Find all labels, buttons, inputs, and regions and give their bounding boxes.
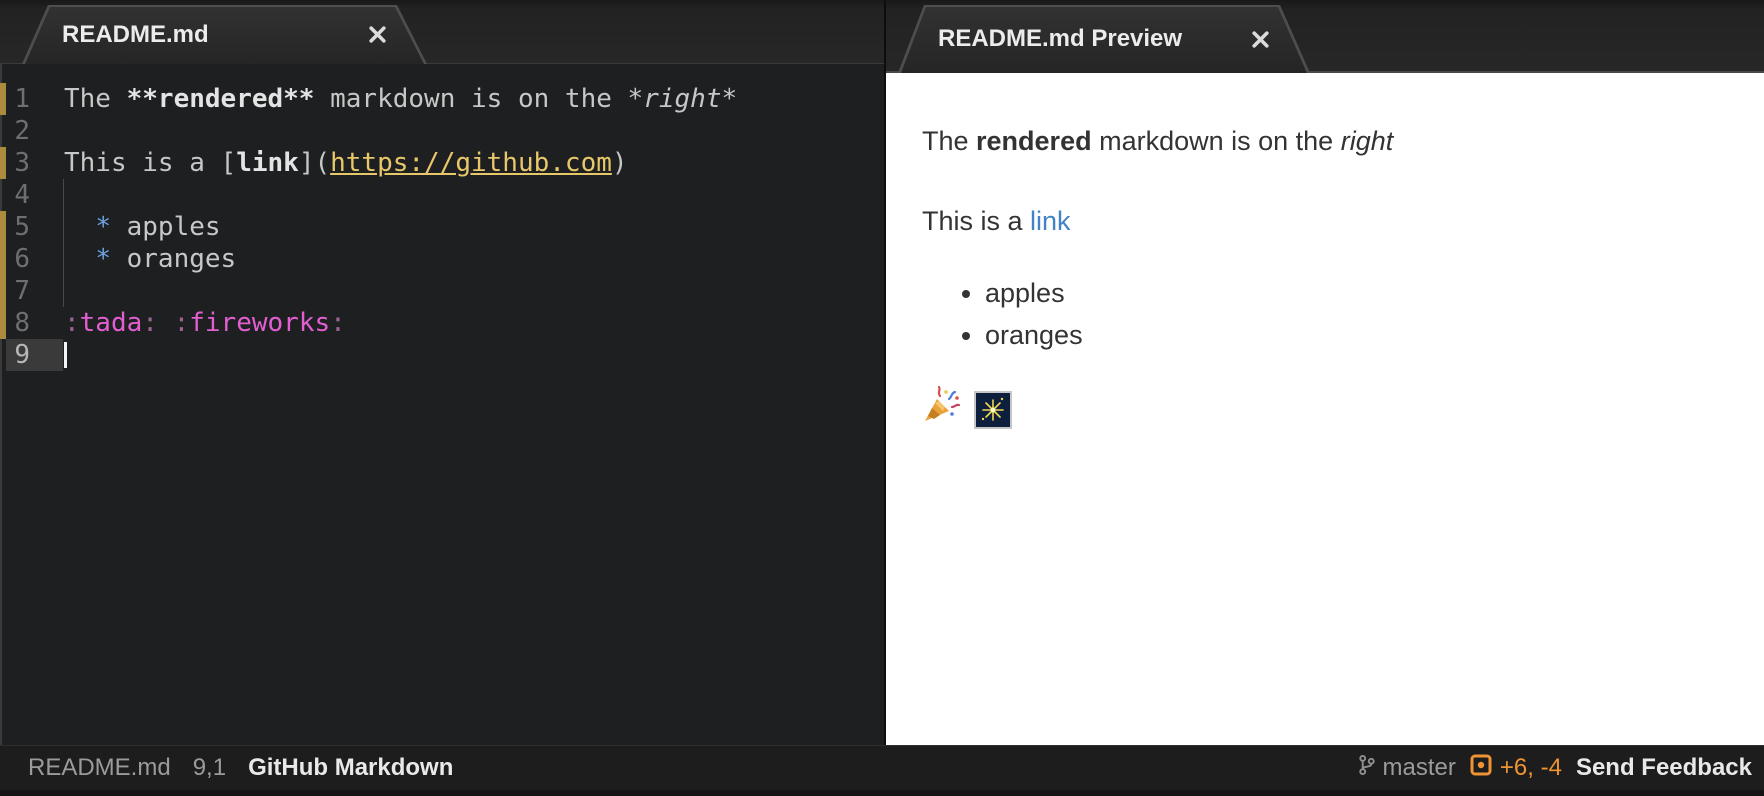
send-feedback-button[interactable]: Send Feedback	[1575, 754, 1752, 781]
line-number[interactable]: 9	[14, 340, 30, 370]
markdown-preview-pane: README.md Preview The rendered markdown …	[886, 0, 1764, 745]
code-token: fireworks	[189, 308, 331, 338]
line-number[interactable]: 8	[14, 308, 30, 338]
tab-shape	[898, 5, 1310, 73]
line-number[interactable]: 4	[14, 180, 30, 210]
code-token: markdown is on the	[314, 84, 628, 114]
code-token: This is a [	[64, 148, 237, 178]
code-token: :	[64, 308, 80, 338]
code-line[interactable]: * apples	[64, 211, 221, 243]
code-token: :	[330, 308, 346, 338]
text-cursor	[64, 342, 67, 368]
code-line[interactable]: This is a [link](https://github.com)	[64, 147, 628, 179]
git-diff-marker	[0, 147, 6, 179]
editor-line[interactable]: 3 This is a [link](https://github.com)	[0, 147, 884, 179]
tab-shape	[22, 5, 427, 64]
fireworks-emoji-icon	[974, 391, 1012, 429]
status-grammar-selector[interactable]: GitHub Markdown	[248, 754, 454, 781]
git-diff-marker	[0, 83, 6, 115]
tab-readme[interactable]: README.md	[22, 5, 427, 64]
status-bar: README.md 9,1 GitHub Markdown master	[0, 745, 1764, 796]
pane-divider[interactable]	[884, 0, 886, 745]
editor-lines: 1 The **rendered** markdown is on the *ri…	[0, 64, 884, 371]
editor-line[interactable]: 5 * apples	[0, 211, 884, 243]
git-branch-status: master	[1358, 753, 1456, 784]
modified-file-icon	[1470, 754, 1492, 783]
status-file-name: README.md	[28, 754, 171, 781]
code-token: apples	[110, 212, 221, 242]
editor-line[interactable]: 4	[0, 179, 884, 211]
preview-paragraph: This is a link	[922, 202, 1724, 240]
editor-line[interactable]: 9	[0, 339, 884, 371]
tada-emoji-icon	[922, 385, 961, 434]
editor-line[interactable]: 6 * oranges	[0, 243, 884, 275]
git-diff-marker	[0, 275, 6, 307]
git-diff-marker	[0, 243, 6, 275]
text-run: The	[922, 126, 977, 156]
italic-text: right	[1340, 126, 1394, 156]
code-token: *right*	[627, 84, 738, 114]
close-icon[interactable]	[368, 25, 387, 44]
line-number[interactable]: 7	[14, 276, 30, 306]
code-token: **rendered**	[126, 84, 315, 114]
text-run: This is a	[922, 206, 1031, 236]
code-token	[64, 244, 95, 274]
code-token: tada	[79, 308, 143, 338]
editor-pane: README.md 1 The **rendered** markdown is …	[0, 0, 884, 745]
line-number[interactable]: 1	[14, 84, 30, 114]
git-branch-icon	[1358, 753, 1375, 784]
status-cursor-position[interactable]: 9,1	[192, 754, 227, 781]
indent-guide	[63, 179, 64, 307]
active-line-gutter-highlight	[6, 339, 63, 371]
preview-paragraph: The rendered markdown is on the right	[922, 122, 1724, 160]
code-token	[64, 212, 95, 242]
branch-name: master	[1382, 754, 1456, 781]
line-number[interactable]: 6	[14, 244, 30, 274]
git-diff-marker	[0, 211, 6, 243]
editor-line[interactable]: 1 The **rendered** markdown is on the *ri…	[0, 83, 884, 115]
code-token: ](	[298, 148, 331, 178]
code-token: link	[236, 148, 299, 178]
emoji-row	[922, 385, 1724, 434]
code-token: )	[611, 148, 628, 178]
preview-tab-bar: README.md Preview	[886, 0, 1764, 73]
tab-readme-preview[interactable]: README.md Preview	[898, 5, 1310, 73]
bold-text: rendered	[976, 126, 1092, 156]
code-line[interactable]: :tada: :fireworks:	[64, 307, 346, 339]
editor-line[interactable]: 2	[0, 115, 884, 147]
editor-left-edge	[0, 64, 2, 745]
code-token: *	[95, 244, 111, 274]
text-editor[interactable]: 1 The **rendered** markdown is on the *ri…	[0, 64, 884, 745]
code-token: oranges	[110, 244, 237, 274]
list-item: oranges	[985, 314, 1724, 356]
code-token: :	[173, 308, 190, 338]
editor-tab-bar: README.md	[0, 0, 884, 64]
editor-line[interactable]: 8:tada: :fireworks:	[0, 307, 884, 339]
close-icon[interactable]	[1251, 30, 1270, 49]
code-line[interactable]: * oranges	[64, 243, 236, 275]
tab-readme-preview-label: README.md Preview	[938, 25, 1183, 52]
code-token	[158, 308, 174, 338]
code-line[interactable]: The **rendered** markdown is on the *rig…	[64, 83, 737, 115]
code-token: :	[142, 308, 158, 338]
editor-line[interactable]: 7	[0, 275, 884, 307]
code-token: *	[95, 212, 111, 242]
diff-counts: +6, -4	[1499, 754, 1562, 781]
github-link[interactable]: link	[1030, 206, 1071, 236]
rendered-markdown: The rendered markdown is on the right Th…	[886, 73, 1764, 745]
list-item: apples	[985, 272, 1724, 314]
line-number[interactable]: 3	[14, 148, 30, 178]
text-run: markdown is on the	[1091, 126, 1341, 156]
git-diff-status: +6, -4	[1470, 754, 1562, 783]
preview-list: applesoranges	[922, 272, 1724, 356]
line-number[interactable]: 5	[14, 212, 30, 242]
line-number[interactable]: 2	[14, 116, 30, 146]
tab-readme-label: README.md	[62, 20, 209, 48]
code-token: https://github.com	[330, 148, 612, 178]
code-token: The	[64, 84, 127, 114]
git-diff-marker	[0, 307, 6, 339]
